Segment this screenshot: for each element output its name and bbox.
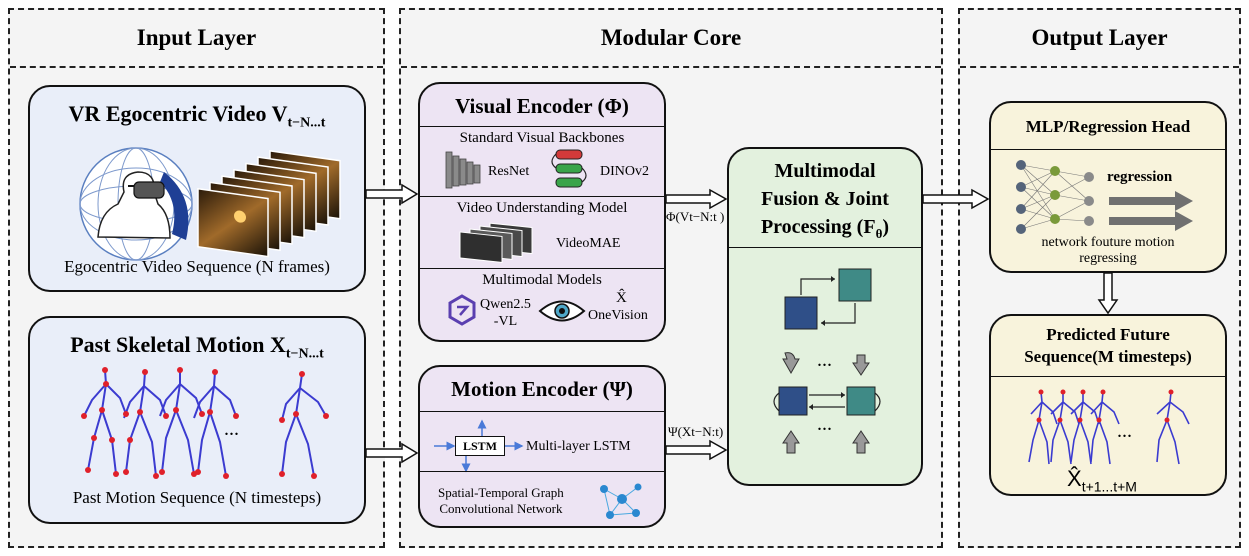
regression-label: regression [1107,169,1173,185]
fusion-ellipsis-top: ... [817,349,832,371]
visual-encoder-card: Visual Encoder (Φ) Standard Visual Backb… [418,82,666,342]
video-input-caption: Egocentric Video Sequence (N frames) [64,257,330,276]
neural-network-icon [1016,160,1094,234]
fusion-title: Multimodal Fusion & Joint Processing (Fθ… [760,160,890,241]
qwen-label: Qwen2.5-VL [480,297,531,329]
past-skeleton-sequence-icon [81,367,329,479]
mlp-head-title: MLP/Regression Head [1025,117,1191,136]
predicted-ellipsis: ... [1117,420,1132,442]
input-layer-header: Input Layer [10,10,383,68]
motion-ellipsis: ... [224,418,239,440]
fusion-ellipsis-bottom: ... [817,413,832,435]
fusion-feature-maps-icon [784,268,872,330]
video-input-card: VR Egocentric Video Vt−N...t Egoc [28,85,366,292]
fusion-card: Multimodal Fusion & Joint Processing (Fθ… [727,147,923,486]
regression-arrows-icon [1109,191,1193,231]
output-layer-header: Output Layer [960,10,1239,68]
future-skeleton-sequence-icon [1028,389,1190,465]
motion-input-caption: Past Motion Sequence (N timesteps) [72,488,322,507]
onevision-xhat: X̂ [616,290,627,306]
videomae-frames-icon [459,222,533,263]
resnet-label: ResNet [488,164,530,179]
onevision-label: OneVision [588,308,648,323]
dinov2-label: DINOv2 [600,164,649,179]
video-model-title: Video Understanding Model [456,200,628,216]
motion-input-card: Past Skeletal Motion Xt−N...t ... Past M… [28,316,366,524]
video-frames-stack-icon [197,149,341,258]
dinov2-icon [551,149,587,188]
qwen-icon [448,294,476,326]
mlp-head-card: MLP/Regression Head regression network f… [989,101,1227,273]
onevision-eye-icon [538,300,586,322]
graph-network-icon [600,483,642,519]
phi-arrow-label: Φ(Vt−N:t ) [666,209,725,224]
psi-arrow-label: Ψ(Xt−N:t) [668,424,724,439]
motion-encoder-card: Motion Encoder (Ψ) LSTM Multi-layer LSTM… [418,365,666,528]
vr-headset-globe-icon [79,147,193,261]
lstm-box: LSTM [455,436,505,456]
fusion-iterative-processing-icon [773,352,881,454]
visual-encoder-title: Visual Encoder (Φ) [455,94,629,118]
video-input-title: VR Egocentric Video Vt−N...t [68,101,326,131]
modular-core-header: Modular Core [401,10,941,68]
backbones-title: Standard Visual Backbones [459,130,625,146]
mm-models-title: Multimodal Models [482,272,602,288]
motion-encoder-title: Motion Encoder (Ψ) [451,377,633,401]
lstm-label: Multi-layer LSTM [526,439,631,454]
predicted-xhat: X̂t+1...t+M [1067,466,1137,495]
videomae-label: VideoMAE [556,236,621,251]
lstm-arrows-icon [434,419,524,473]
motion-input-title: Past Skeletal Motion Xt−N...t [70,332,324,362]
resnet-icon [445,151,481,189]
